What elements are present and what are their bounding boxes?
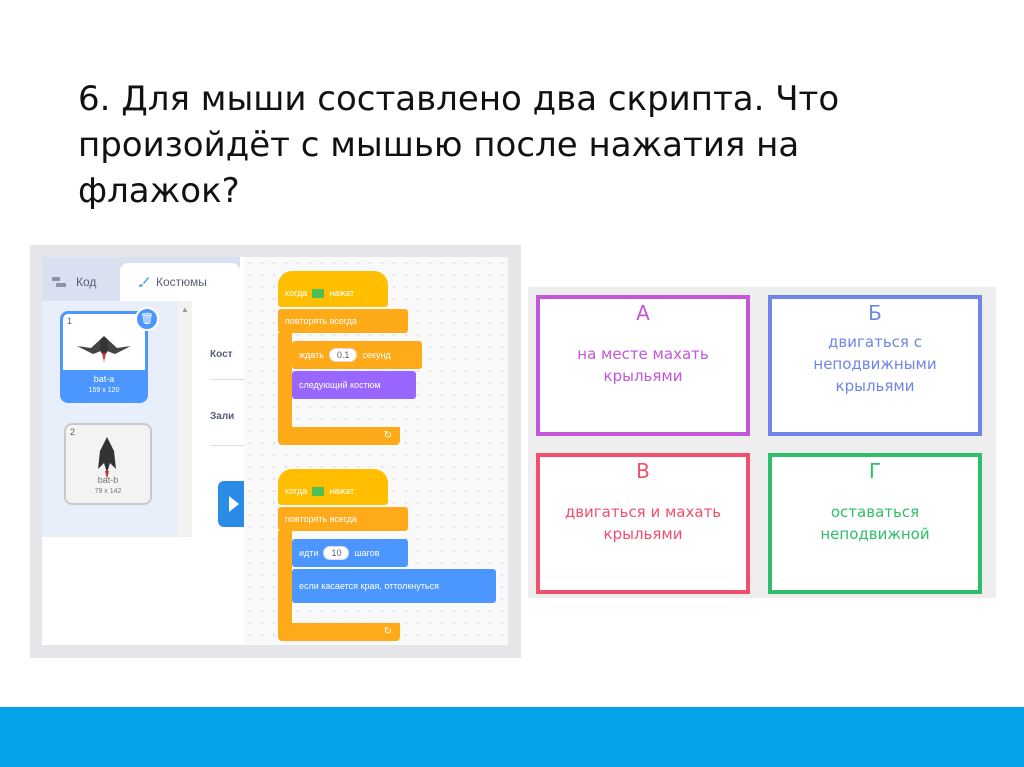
- costume-tile-bat-a[interactable]: 1 bat-a 159 x 120: [60, 311, 148, 403]
- play-button[interactable]: [218, 481, 248, 527]
- bounce-on-edge-block[interactable]: если касается края, оттолкнуться: [292, 569, 496, 603]
- code-icon: [52, 277, 66, 287]
- costume-label: Кост: [210, 349, 233, 360]
- fill-label: Зали: [210, 411, 235, 422]
- forever-arm-1: [278, 333, 292, 441]
- scratch-editor-screenshot: Код Костюмы ▲ 1 bat-a 159 x 120 🗑 2: [30, 245, 521, 658]
- block-text: повторять всегда: [285, 316, 357, 326]
- costume-tile-bat-b[interactable]: 2 bat-b 79 x 142: [64, 423, 152, 505]
- costume-number: 1: [67, 316, 73, 326]
- tab-code[interactable]: Код: [52, 263, 96, 301]
- when-flag-clicked-block-2[interactable]: когда нажат: [278, 469, 388, 505]
- costume-caption: bat-a 159 x 120: [63, 370, 145, 400]
- editor-tabs: Код Костюмы: [42, 257, 240, 301]
- footer-bar: [0, 707, 1024, 767]
- next-costume-block[interactable]: следующий костюм: [292, 371, 416, 399]
- block-text: когда: [285, 486, 308, 496]
- costume-size: 159 x 120: [88, 387, 120, 394]
- answer-card-b[interactable]: Б двигаться с неподвижными крыльями: [768, 295, 982, 436]
- block-text: ждать: [299, 350, 324, 360]
- answer-text: двигаться с неподвижными крыльями: [813, 333, 937, 395]
- forever-footer-2: ↻: [278, 623, 400, 641]
- costume-caption: bat-b 79 x 142: [66, 475, 150, 497]
- answer-letter: Г: [868, 459, 882, 483]
- block-text: следующий костюм: [299, 380, 381, 390]
- divider: [210, 445, 244, 446]
- brush-icon: [139, 277, 149, 287]
- loop-arrow-icon: ↻: [383, 626, 392, 637]
- answer-text: оставаться неподвижной: [820, 503, 930, 543]
- answer-letter: Б: [868, 301, 882, 325]
- answer-card-v[interactable]: В двигаться и махать крыльями: [536, 453, 750, 594]
- wait-block[interactable]: ждать 0.1 секунд: [292, 341, 422, 369]
- divider: [210, 379, 244, 380]
- when-flag-clicked-block-1[interactable]: когда нажат: [278, 271, 388, 307]
- costume-list-scrollbar[interactable]: ▲: [178, 301, 192, 537]
- move-steps-block[interactable]: идти 10 шагов: [292, 539, 408, 567]
- forever-arm-2: [278, 531, 292, 637]
- answer-text: на месте махать крыльями: [577, 345, 709, 385]
- tab-costumes[interactable]: Костюмы: [120, 263, 240, 301]
- forever-block-1[interactable]: повторять всегда: [278, 309, 408, 333]
- block-text: нажат: [329, 288, 355, 298]
- answer-letter: А: [636, 301, 650, 325]
- block-text: секунд: [362, 350, 391, 360]
- answer-text: двигаться и махать крыльями: [564, 503, 722, 543]
- wait-value-input[interactable]: 0.1: [328, 348, 358, 362]
- costume-name: bat-a: [93, 374, 115, 384]
- costume-name: bat-b: [97, 475, 119, 485]
- block-text: повторять всегда: [285, 514, 357, 524]
- costume-size: 79 x 142: [94, 488, 122, 495]
- trash-icon: 🗑: [140, 313, 154, 325]
- block-text: шагов: [354, 548, 380, 558]
- block-text: когда: [285, 288, 308, 298]
- costume-number: 2: [70, 427, 76, 437]
- question-title: 6. Для мыши составлено два скрипта. Что …: [78, 79, 840, 211]
- delete-costume-button[interactable]: 🗑: [135, 307, 159, 331]
- block-text: нажат: [329, 486, 355, 496]
- tab-code-label: Код: [76, 275, 97, 289]
- bat-folded-wings-image: [98, 437, 116, 479]
- loop-arrow-icon: ↻: [383, 430, 392, 441]
- forever-block-2[interactable]: повторять всегда: [278, 507, 408, 531]
- scratch-editor: Код Костюмы ▲ 1 bat-a 159 x 120 🗑 2: [42, 257, 508, 645]
- green-flag-icon: [312, 288, 325, 298]
- block-text: идти: [299, 548, 319, 558]
- answer-letter: В: [636, 459, 650, 483]
- answer-card-a[interactable]: А на месте махать крыльями: [536, 295, 750, 436]
- answer-options: А на месте махать крыльями Б двигаться с…: [528, 287, 996, 598]
- scroll-up-icon[interactable]: ▲: [181, 305, 189, 314]
- move-value-input[interactable]: 10: [323, 546, 350, 560]
- block-text: если касается края, оттолкнуться: [299, 581, 439, 591]
- forever-footer-1: ↻: [278, 427, 400, 445]
- bat-open-wings-image: [77, 336, 131, 362]
- green-flag-icon: [312, 486, 325, 496]
- tab-costumes-label: Костюмы: [156, 275, 207, 289]
- answer-card-g[interactable]: Г оставаться неподвижной: [768, 453, 982, 594]
